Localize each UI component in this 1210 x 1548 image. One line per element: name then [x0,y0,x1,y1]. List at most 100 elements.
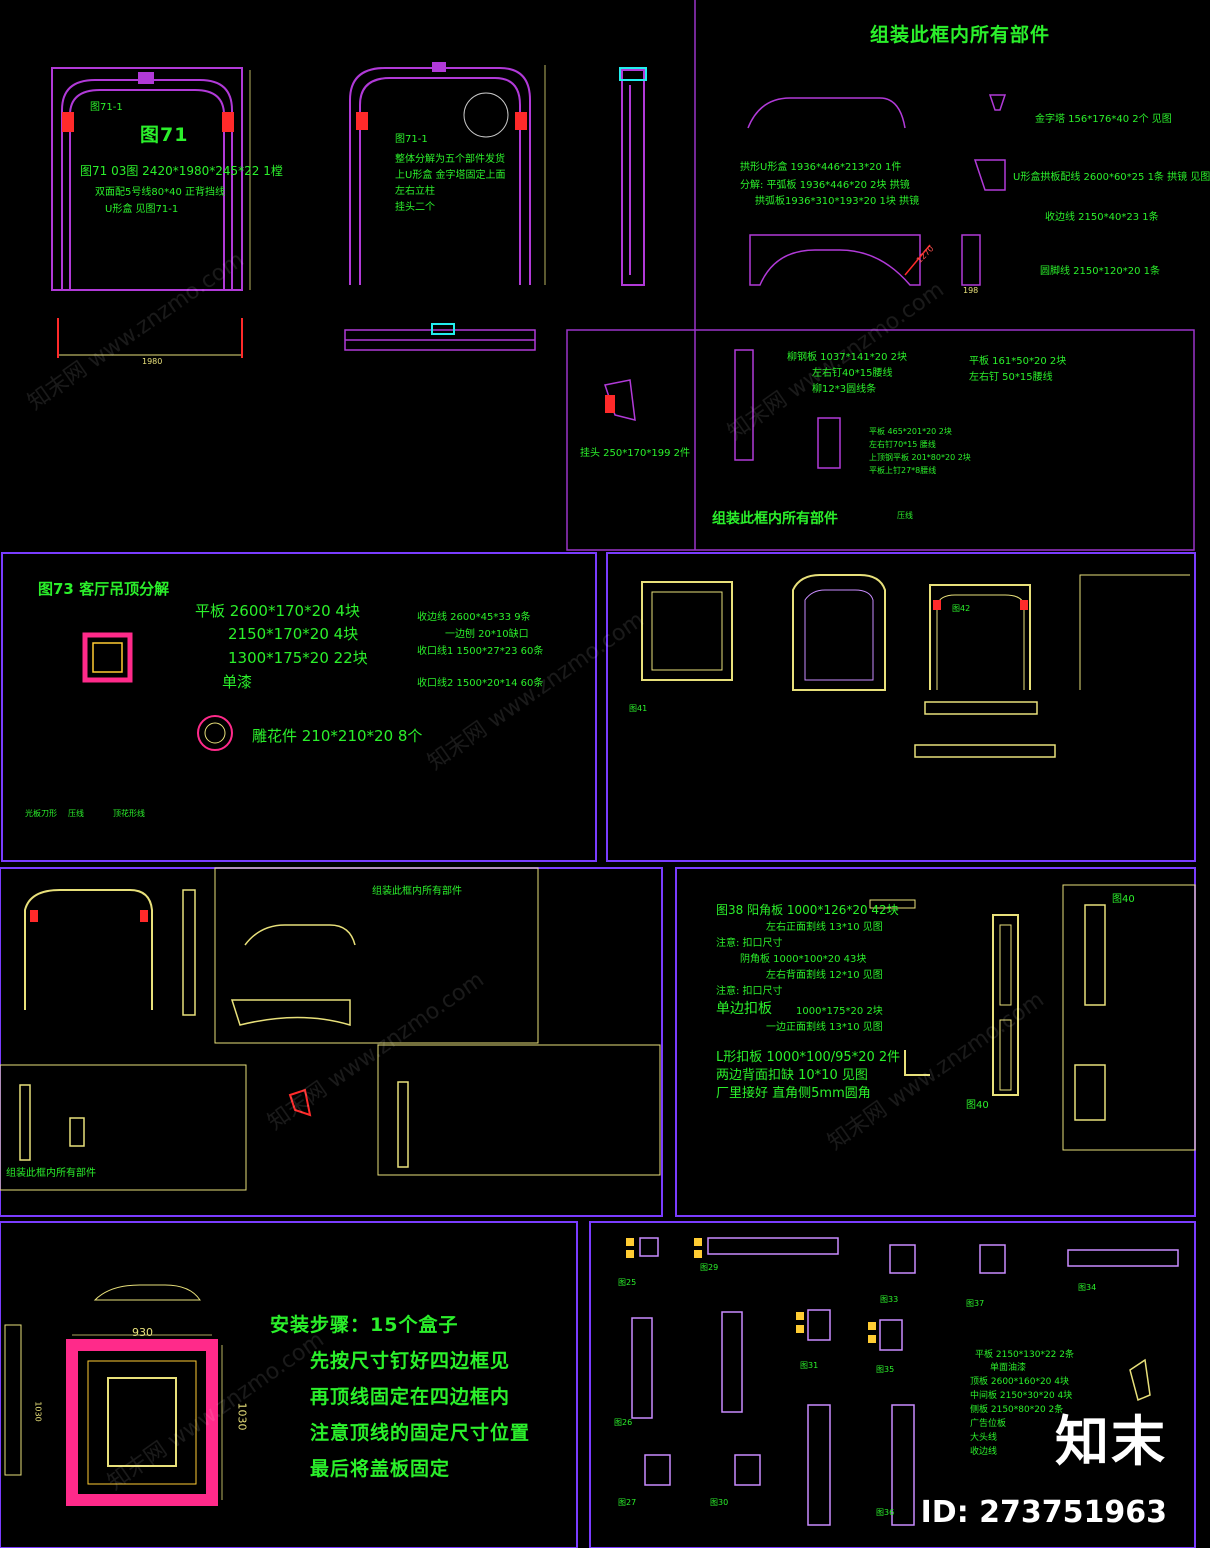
ceiling-box [82,632,133,683]
part-line: 侧板 2150*80*20 2条 [970,1405,1064,1415]
part-line: 1300*175*20 22块 [228,649,368,667]
part-line: 中间板 2150*30*20 4块 [970,1391,1073,1401]
part-line: 收边线 2150*40*23 1条 [1045,212,1159,223]
step-line: 先按尺寸钉好四边框见 [310,1350,511,1372]
section-heading: 组装此框内所有部件 [6,1168,96,1179]
panel-install-steps: 930 1030 1030 安装步骤：15个盒子 先按尺寸钉好四边框见 再顶线固… [0,1222,577,1548]
u-box-drawing [747,94,1007,286]
part-line: 分解: 平弧板 1936*446*20 2块 拱镜 [740,180,910,191]
part-line: 收口线2 1500*20*14 60条 [417,678,544,689]
part-line: 左右钉70*15 腰线 [869,440,936,449]
note-line: 注意: 扣口尺寸 [716,938,783,949]
note-line: 整体分解为五个部件发货 [395,154,505,165]
fig-label: 图36 [876,1508,895,1517]
part-line: 平板 465*201*20 2块 [869,427,952,436]
part-line: 雕花件 210*210*20 8个 [252,727,423,745]
note-line: 左右立柱 [395,186,435,197]
fig-label: 图71-1 [395,134,428,145]
part-line: 单漆 [222,673,253,691]
part-line: 柳12*3圆线条 [812,384,877,395]
part-line: 左右钉 50*15腰线 [969,372,1053,383]
step-title: 安装步骤：15个盒子 [270,1314,459,1336]
step-line: 注意顶线的固定尺寸位置 [310,1422,531,1444]
dimension-label: 1030 [33,1401,43,1422]
part-line: 平板 161*50*20 2块 [969,356,1067,367]
section-heading: 组装此框内所有部件 [372,886,462,897]
brand-logo: 知末 [1055,1410,1167,1473]
part-line: 厂里接好 直角侧5mm圆角 [716,1086,871,1101]
dimension-label: 1030 [235,1402,249,1431]
part-line: 单面油漆 [990,1363,1027,1373]
part-line: 金字塔 156*176*40 2个 见图 [1035,114,1172,125]
fig-label: 图34 [1078,1283,1097,1292]
part-line: L形扣板 1000*100/95*20 2件 [716,1050,901,1065]
fig-label: 图41 [629,704,648,713]
id-label: ID: 273751963 [920,1495,1167,1530]
fig-title: 图73 客厅吊顶分解 [38,580,170,598]
part-line: 图38 阳角板 1000*126*20 42块 [716,903,899,917]
spec-line: 图71 03图 2420*1980*245*22 1樘 [80,164,283,178]
part-line: 上顶钢平板 201*80*20 2块 [869,453,971,462]
part-line: 单边扣板 [716,1001,772,1017]
panel-assembly-repeat: 组装此框内所有部件 组装此框内所有部件 [0,868,662,1216]
panel-fig38-40: 图38 阳角板 1000*126*20 42块 左右正面割线 13*10 见图 … [676,868,1195,1216]
profile-label: 压线 [68,809,84,818]
panel-box-figures: 图25 图29 图33 图37 图34 图26 图31 图35 图27 图30 … [590,1222,1195,1548]
panel-border [606,552,1196,862]
part-line: 平板上钉27*8腰线 [869,466,937,475]
fig-label: 图26 [614,1418,633,1427]
note-line: 挂头二个 [395,202,435,213]
panel-column-parts: 挂头 250*170*199 2件 柳钢板 1037*141*20 2块 左右钉… [567,330,1195,550]
profile-label: 顶花形线 [113,809,145,818]
panel-fig41-42: 图42 图41 [607,553,1195,861]
section-heading: 组装此框内所有部件 [712,511,838,527]
part-line: 顶板 2600*160*20 4块 [970,1377,1069,1387]
step-line: 再顶线固定在四边框内 [310,1386,511,1408]
part-line: 拱弧板1936*310*193*20 1块 拱镜 [755,196,920,207]
keystone [138,72,154,84]
dimension-label: 1270 [914,244,936,265]
part-line: 广告位板 [970,1419,1007,1429]
part-line: 平板 2150*130*22 2条 [975,1350,1074,1360]
fig-label: 图40 [1112,894,1135,905]
fig-label: 图40 [966,1100,989,1111]
part-line: 收边线 [970,1447,998,1457]
part-line: 平板 2600*170*20 4块 [195,602,360,620]
fig-label: 图42 [952,604,971,613]
carving-rosette [197,715,233,751]
section-heading: 组装此框内所有部件 [870,24,1051,46]
part-line: 压线 [897,511,913,520]
fig-label: 图30 [710,1498,729,1507]
part-line: 左右背面割线 12*10 见图 [766,970,883,981]
step-line: 最后将盖板固定 [310,1458,451,1480]
note-line: 上U形盒 金字塔固定上面 [395,170,506,181]
fig-label: 图27 [618,1498,637,1507]
fig-label: 图71-1 [90,102,123,113]
panel-border [0,1221,578,1548]
fig-label: 图33 [880,1295,899,1304]
side-column [621,69,645,286]
part-line: U形盒拱板配线 2600*60*25 1条 拱镜 见图 [1013,172,1210,183]
part-line: 阴角板 1000*100*20 43块 [740,954,867,965]
bottom-bar [344,329,536,351]
fig-label: 图31 [800,1361,819,1370]
fig-label: 图35 [876,1365,895,1374]
marker-squares [626,1238,876,1343]
part-line: 收边线 2600*45*33 9条 [417,612,531,623]
part-line: 圆脚线 2150*120*20 1条 [1040,266,1160,277]
part-line: 大头线 [970,1433,998,1443]
part-line: 挂头 250*170*199 2件 [580,448,690,459]
panel-border [566,329,1195,551]
part-line: 一边正面割线 13*10 见图 [766,1022,883,1033]
dimension-label: 930 [132,1326,153,1339]
fig42-frame [792,574,886,691]
part-line: 收口线1 1500*27*23 60条 [417,646,544,657]
panel-fig73: 图73 客厅吊顶分解 平板 2600*170*20 4块 2150*170*20… [0,553,596,861]
part-line: 两边背面扣缺 10*10 见图 [716,1068,868,1083]
corner-bracket [222,112,234,132]
fig-label: 图29 [700,1263,719,1272]
panel-u-box-parts: 组装此框内所有部件 拱形U形盒 1936*446*213*20 1件 分解: 平… [695,0,1210,330]
part-line: 1000*175*20 2块 [796,1006,883,1017]
spec-line: 双面配5号线80*40 正背挡线 [95,187,225,198]
